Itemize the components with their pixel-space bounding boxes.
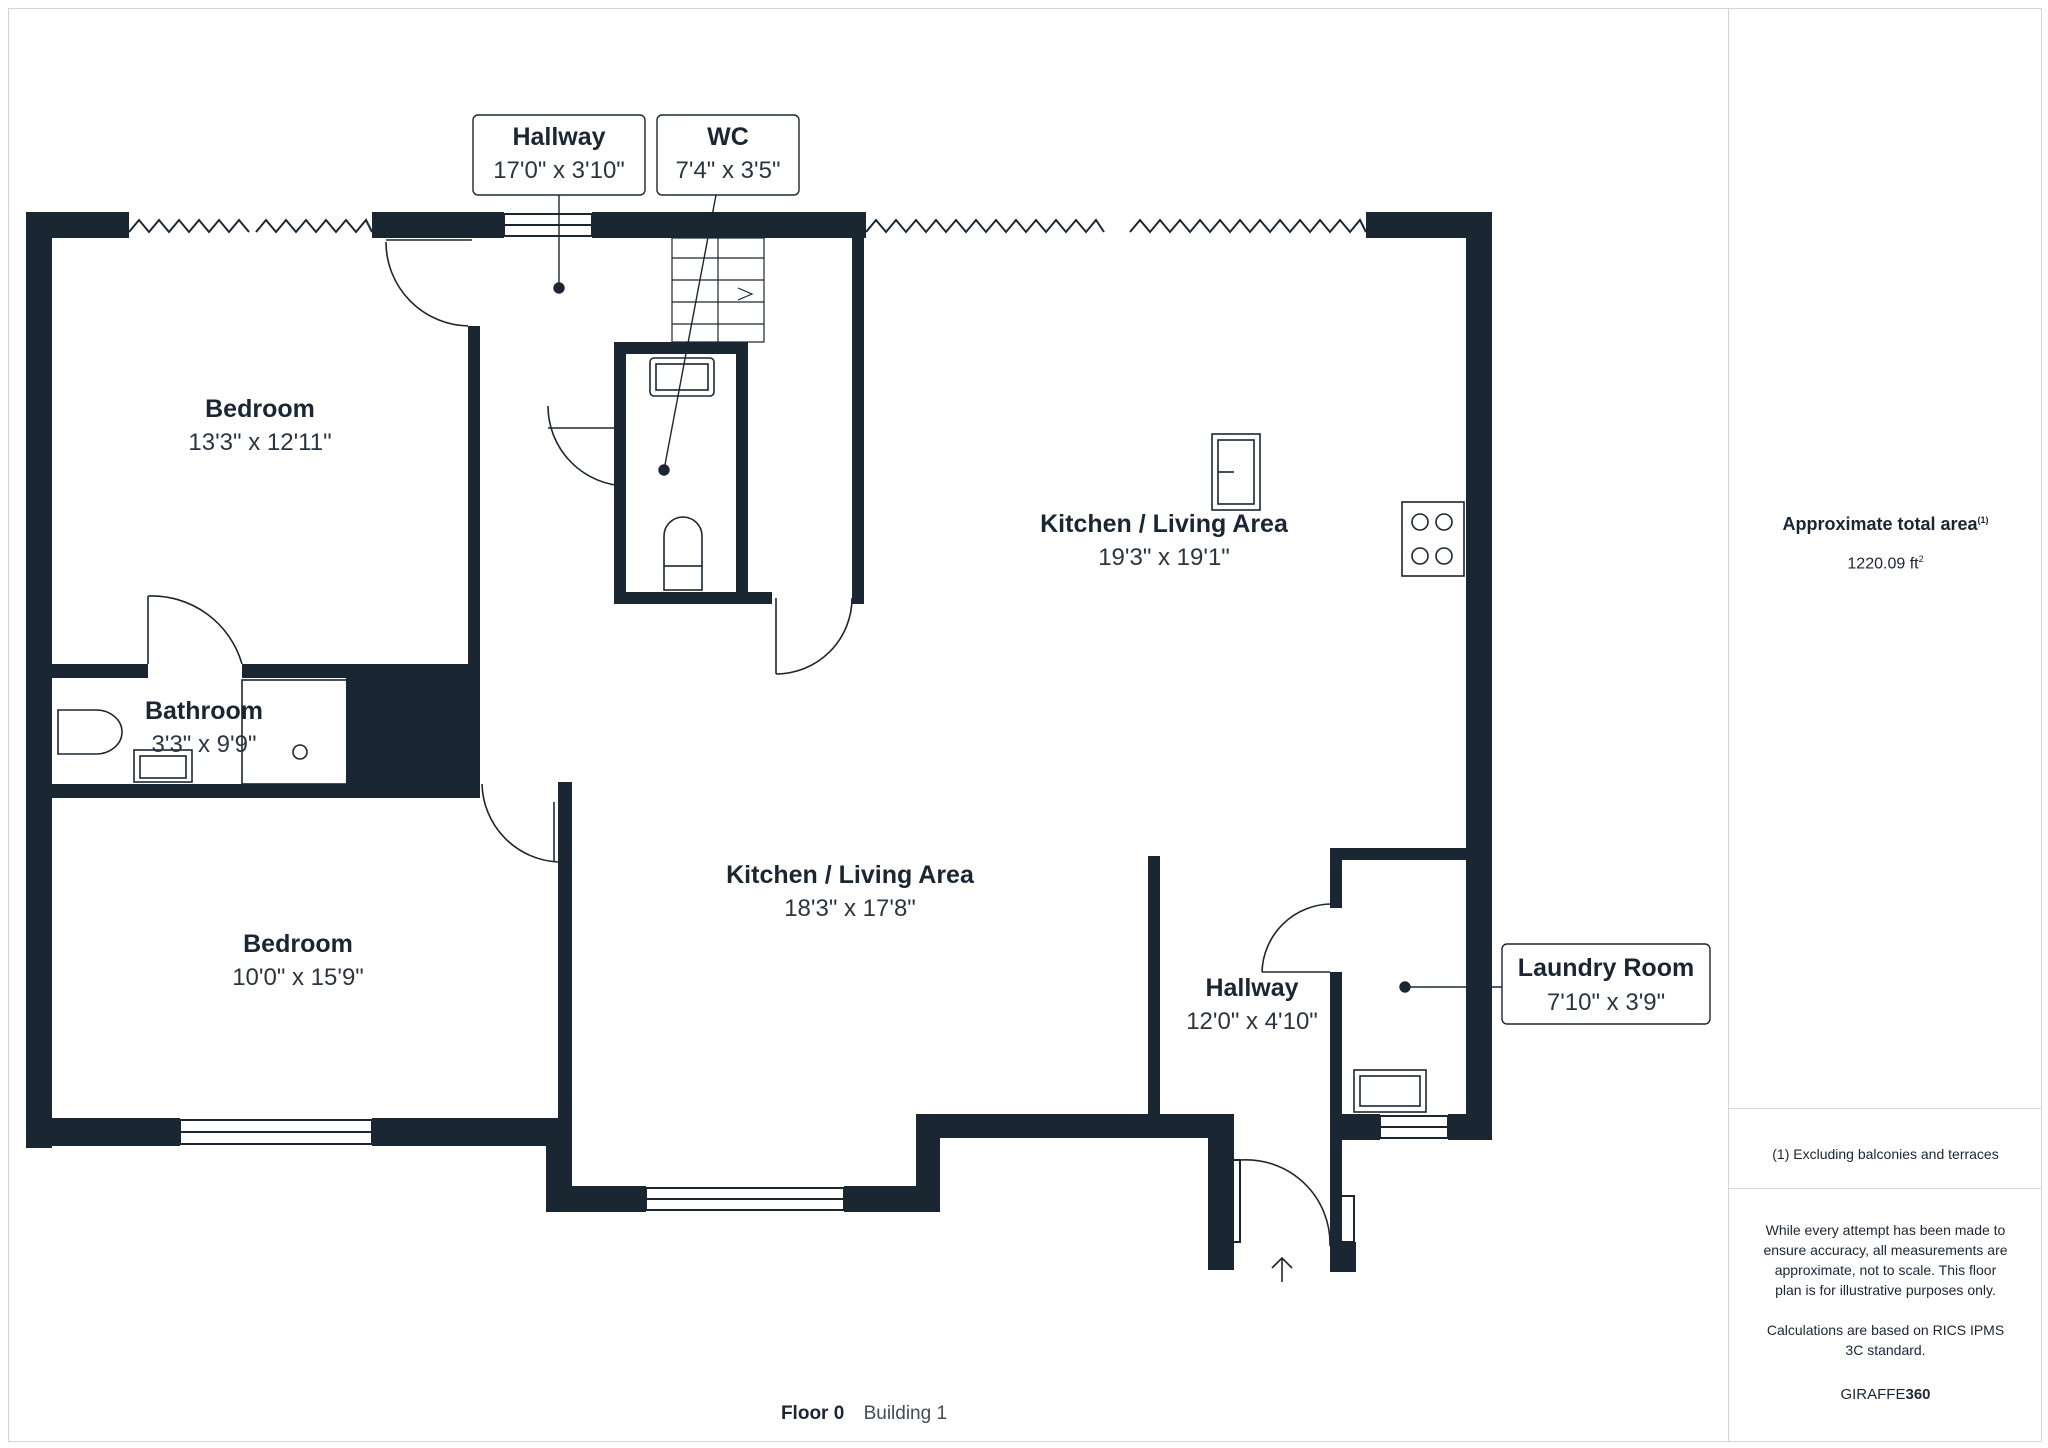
room-name: WC bbox=[707, 123, 749, 151]
room-dimensions: 7'10" x 3'9" bbox=[1547, 989, 1665, 1016]
room-dimensions: 12'0" x 4'10" bbox=[1186, 1008, 1318, 1035]
disclaimer-text: While every attempt has been made to ens… bbox=[1763, 1222, 2008, 1298]
room-dimensions: 3'3" x 9'9" bbox=[152, 731, 257, 758]
room-label-kitchen-living-upper: Kitchen / Living Area 19'3" x 19'1" bbox=[1040, 510, 1289, 571]
area-title-text: Approximate total area bbox=[1782, 514, 1978, 534]
disclaimer: While every attempt has been made to ens… bbox=[1761, 1220, 2010, 1380]
callout-box-hallway: Hallway 17'0" x 3'10" bbox=[472, 114, 646, 196]
room-name: Laundry Room bbox=[1518, 954, 1694, 982]
room-label-bathroom: Bathroom 3'3" x 9'9" bbox=[145, 697, 263, 758]
room-name: Hallway bbox=[512, 123, 605, 151]
floor-name: Floor 0 bbox=[780, 1403, 845, 1424]
room-dimensions: 18'3" x 17'8" bbox=[784, 895, 916, 922]
callouts bbox=[553, 194, 1502, 993]
building-name: Building 1 bbox=[863, 1403, 948, 1424]
brand-logo: GIRAFFE360 bbox=[1729, 1386, 2042, 1403]
room-name: Bedroom bbox=[205, 395, 315, 423]
room-label-bedroom-2: Bedroom 10'0" x 15'9" bbox=[232, 930, 364, 991]
area-value: 1220.09 ft2 bbox=[1729, 554, 2042, 573]
callout-box-wc: WC 7'4" x 3'5" bbox=[656, 114, 800, 196]
room-name: Hallway bbox=[1205, 974, 1298, 1002]
room-dimensions: 19'3" x 19'1" bbox=[1098, 544, 1230, 571]
info-sidebar: Approximate total area(1) 1220.09 ft2 (1… bbox=[1728, 8, 2042, 1442]
footnote: (1) Excluding balconies and terraces bbox=[1772, 1146, 1999, 1162]
brand-light: GIRAFFE bbox=[1840, 1386, 1906, 1403]
area-unit-sup: 2 bbox=[1918, 554, 1924, 564]
area-title-note: (1) bbox=[1977, 515, 1989, 525]
doors bbox=[147, 239, 1333, 1247]
room-label-bedroom-1: Bedroom 13'3" x 12'11" bbox=[188, 395, 331, 456]
calculations-text: Calculations are based on RICS IPMS 3C s… bbox=[1766, 1322, 2005, 1358]
brand-bold: 360 bbox=[1905, 1386, 1931, 1403]
room-dimensions: 10'0" x 15'9" bbox=[232, 964, 364, 991]
room-name: Kitchen / Living Area bbox=[726, 861, 975, 889]
room-dimensions: 17'0" x 3'10" bbox=[493, 157, 625, 184]
floor-plan-sheet bbox=[8, 8, 2042, 1442]
room-dimensions: 7'4" x 3'5" bbox=[676, 157, 781, 184]
area-value-text: 1220.09 ft bbox=[1847, 555, 1919, 573]
walls bbox=[26, 212, 1492, 1272]
room-dimensions: 13'3" x 12'11" bbox=[188, 429, 331, 456]
floor-plan-drawing: Hallway 17'0" x 3'10" WC 7'4" x 3'5" Lau… bbox=[26, 114, 1711, 1282]
entrance-arrow-icon bbox=[1271, 1256, 1293, 1282]
divider bbox=[1729, 1108, 2042, 1109]
area-title: Approximate total area(1) bbox=[1729, 514, 2042, 535]
room-name: Bedroom bbox=[243, 930, 353, 958]
windows bbox=[27, 213, 1449, 1243]
room-label-hallway-entrance: Hallway 12'0" x 4'10" bbox=[1186, 974, 1318, 1035]
divider bbox=[1729, 1188, 2042, 1189]
floor-label: Floor 0 Building 1 bbox=[0, 1403, 1728, 1425]
staircase bbox=[671, 237, 765, 343]
room-label-kitchen-living-lower: Kitchen / Living Area 18'3" x 17'8" bbox=[726, 861, 975, 922]
callout-box-laundry: Laundry Room 7'10" x 3'9" bbox=[1501, 943, 1711, 1025]
fixtures bbox=[57, 357, 1465, 1113]
room-name: Bathroom bbox=[145, 697, 263, 725]
room-name: Kitchen / Living Area bbox=[1040, 510, 1289, 538]
